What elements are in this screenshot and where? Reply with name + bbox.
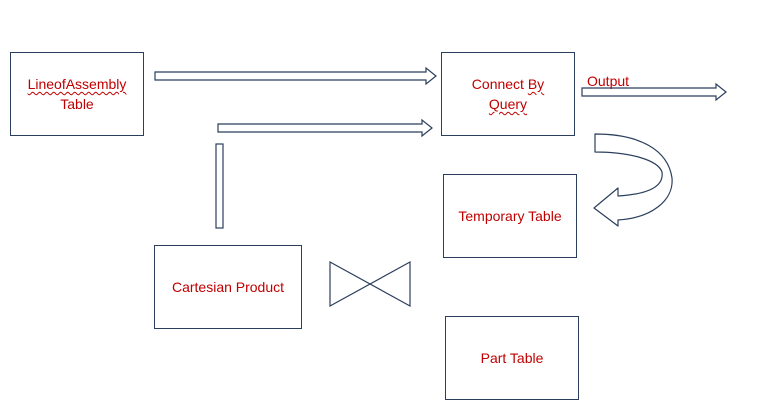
vertical-connector bbox=[215, 143, 224, 229]
node-cartesian-product-label: Cartesian Product bbox=[171, 279, 285, 295]
node-connect-by-query: Connect By Query bbox=[441, 52, 575, 136]
node-connect-by-word1: Connect bbox=[471, 76, 528, 92]
curved-arrow-to-temporary bbox=[593, 133, 673, 227]
node-connect-by-line2: Query bbox=[488, 96, 528, 112]
node-line-of-assembly-line1: LineofAssembly bbox=[27, 76, 127, 92]
node-temporary-table: Temporary Table bbox=[443, 174, 577, 258]
node-line-of-assembly-table: LineofAssembly Table bbox=[10, 52, 144, 136]
arrow-output bbox=[581, 82, 727, 102]
arrow-assembly-to-connect bbox=[154, 66, 437, 86]
arrow-cartesian-to-connect bbox=[217, 118, 433, 138]
node-line-of-assembly-line2: Table bbox=[60, 96, 94, 112]
node-part-table: Part Table bbox=[445, 316, 579, 400]
node-connect-by-line1: Connect By bbox=[472, 74, 544, 94]
node-cartesian-product: Cartesian Product bbox=[154, 245, 302, 329]
node-temporary-table-label: Temporary Table bbox=[458, 208, 562, 224]
edge-output-label: Output bbox=[587, 73, 630, 89]
node-connect-by-word2: By bbox=[527, 76, 545, 92]
node-part-table-label: Part Table bbox=[480, 350, 544, 366]
join-bowtie-icon bbox=[329, 260, 411, 308]
